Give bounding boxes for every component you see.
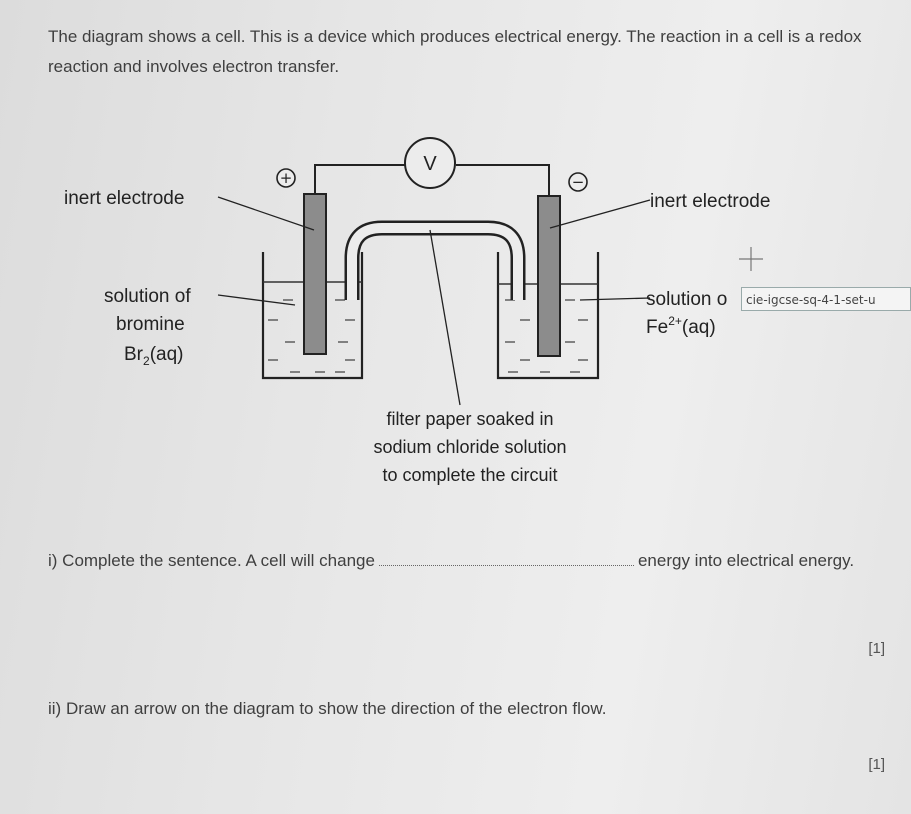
intro-paragraph: The diagram shows a cell. This is a devi… (48, 27, 862, 76)
crosshair-mark-icon (739, 247, 763, 271)
question-2: ii) Draw an arrow on the diagram to show… (48, 699, 607, 718)
filter-paper-caption-line1: filter paper soaked in (386, 409, 553, 429)
left-electrode-label: inert electrode (64, 188, 184, 209)
question-1: i) Complete the sentence. A cell will ch… (48, 546, 868, 576)
question-1-marks: [1] (868, 640, 885, 657)
left-solution-formula: Br2(aq) (124, 344, 183, 368)
external-wire (314, 164, 550, 196)
negative-terminal-icon (568, 172, 588, 192)
right-beaker (496, 252, 600, 380)
right-solution-label-line1: solution o (646, 289, 727, 310)
leader-lines (217, 196, 651, 406)
minus-sign: − (572, 173, 585, 191)
plus-sign: + (280, 169, 293, 187)
voltmeter-label: V (423, 153, 437, 175)
left-beaker (261, 252, 364, 380)
answer-blank[interactable] (378, 551, 634, 566)
question-1-text-after: energy into electrical energy. (637, 551, 855, 570)
left-solution-label-line2: bromine (116, 314, 185, 335)
left-liquid-dashes (268, 299, 355, 373)
salt-bridge (344, 220, 526, 300)
right-liquid-dashes (505, 299, 588, 373)
left-electrode (303, 193, 327, 355)
voltmeter (404, 137, 456, 189)
left-solution-label-line1: solution of (104, 286, 191, 307)
right-electrode (537, 195, 561, 357)
question-2-marks: [1] (868, 756, 885, 773)
question-1-text-before: i) Complete the sentence. A cell will ch… (48, 551, 375, 570)
positive-terminal-icon (276, 168, 296, 188)
right-electrode-label: inert electrode (650, 191, 770, 212)
filter-paper-caption-line2: sodium chloride solution (373, 437, 566, 457)
right-solution-formula: Fe2+(aq) (646, 314, 716, 338)
watermark-label: cie-igcse-sq-4-1-set-u (741, 287, 911, 311)
filter-paper-caption-line3: to complete the circuit (382, 465, 557, 485)
